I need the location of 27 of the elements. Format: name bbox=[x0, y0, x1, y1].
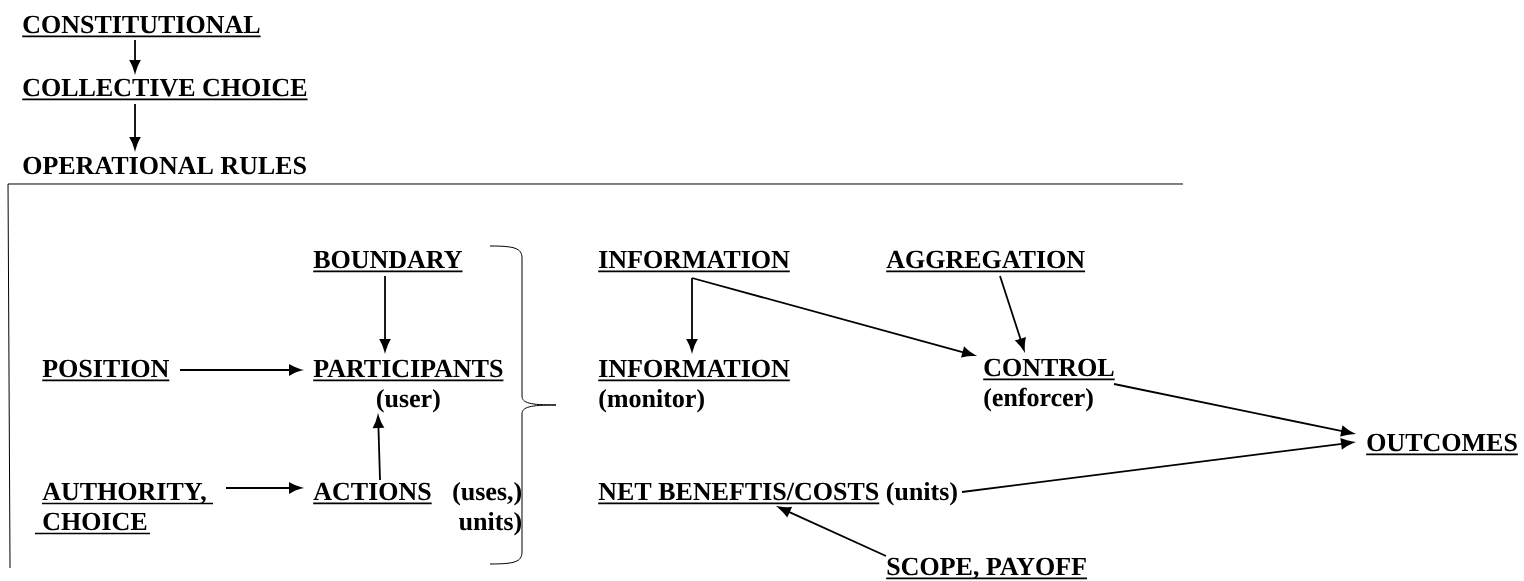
arrow bbox=[225, 482, 302, 494]
term-label: INFORMATION bbox=[597, 250, 791, 273]
term-label: SCOPE, PAYOFF bbox=[885, 557, 1088, 580]
arrow bbox=[1113, 383, 1354, 437]
arrow bbox=[778, 506, 887, 557]
arrow bbox=[379, 275, 391, 352]
level-heading: COLLECTIVE CHOICE bbox=[21, 78, 309, 101]
arrow bbox=[999, 275, 1026, 351]
term-label: BOUNDARY bbox=[312, 250, 464, 273]
term-label: CONTROL (enforcer) bbox=[982, 358, 1116, 412]
term-label: INFORMATION (monitor) bbox=[597, 359, 791, 413]
arrow bbox=[129, 103, 141, 150]
term-label: NET BENEFTIS/COSTS (units) bbox=[597, 481, 957, 506]
term-label: ACTIONS (uses,) units) bbox=[312, 481, 522, 536]
arrow bbox=[686, 277, 698, 352]
term-label: PARTICIPANTS (user) bbox=[312, 359, 505, 413]
arrow bbox=[179, 364, 302, 376]
term-label: OUTCOMES bbox=[1365, 433, 1519, 456]
term-label: AUTHORITY, CHOICE bbox=[35, 482, 213, 535]
arrow bbox=[961, 438, 1354, 493]
arrow bbox=[691, 277, 975, 358]
level-heading: CONSTITUTIONAL bbox=[21, 15, 262, 38]
arrow bbox=[373, 415, 384, 481]
arrow bbox=[129, 39, 141, 73]
term-label: AGGREGATION bbox=[885, 250, 1086, 273]
level-heading: OPERATIONAL RULES bbox=[23, 156, 306, 175]
term-label: POSITION bbox=[41, 359, 171, 382]
